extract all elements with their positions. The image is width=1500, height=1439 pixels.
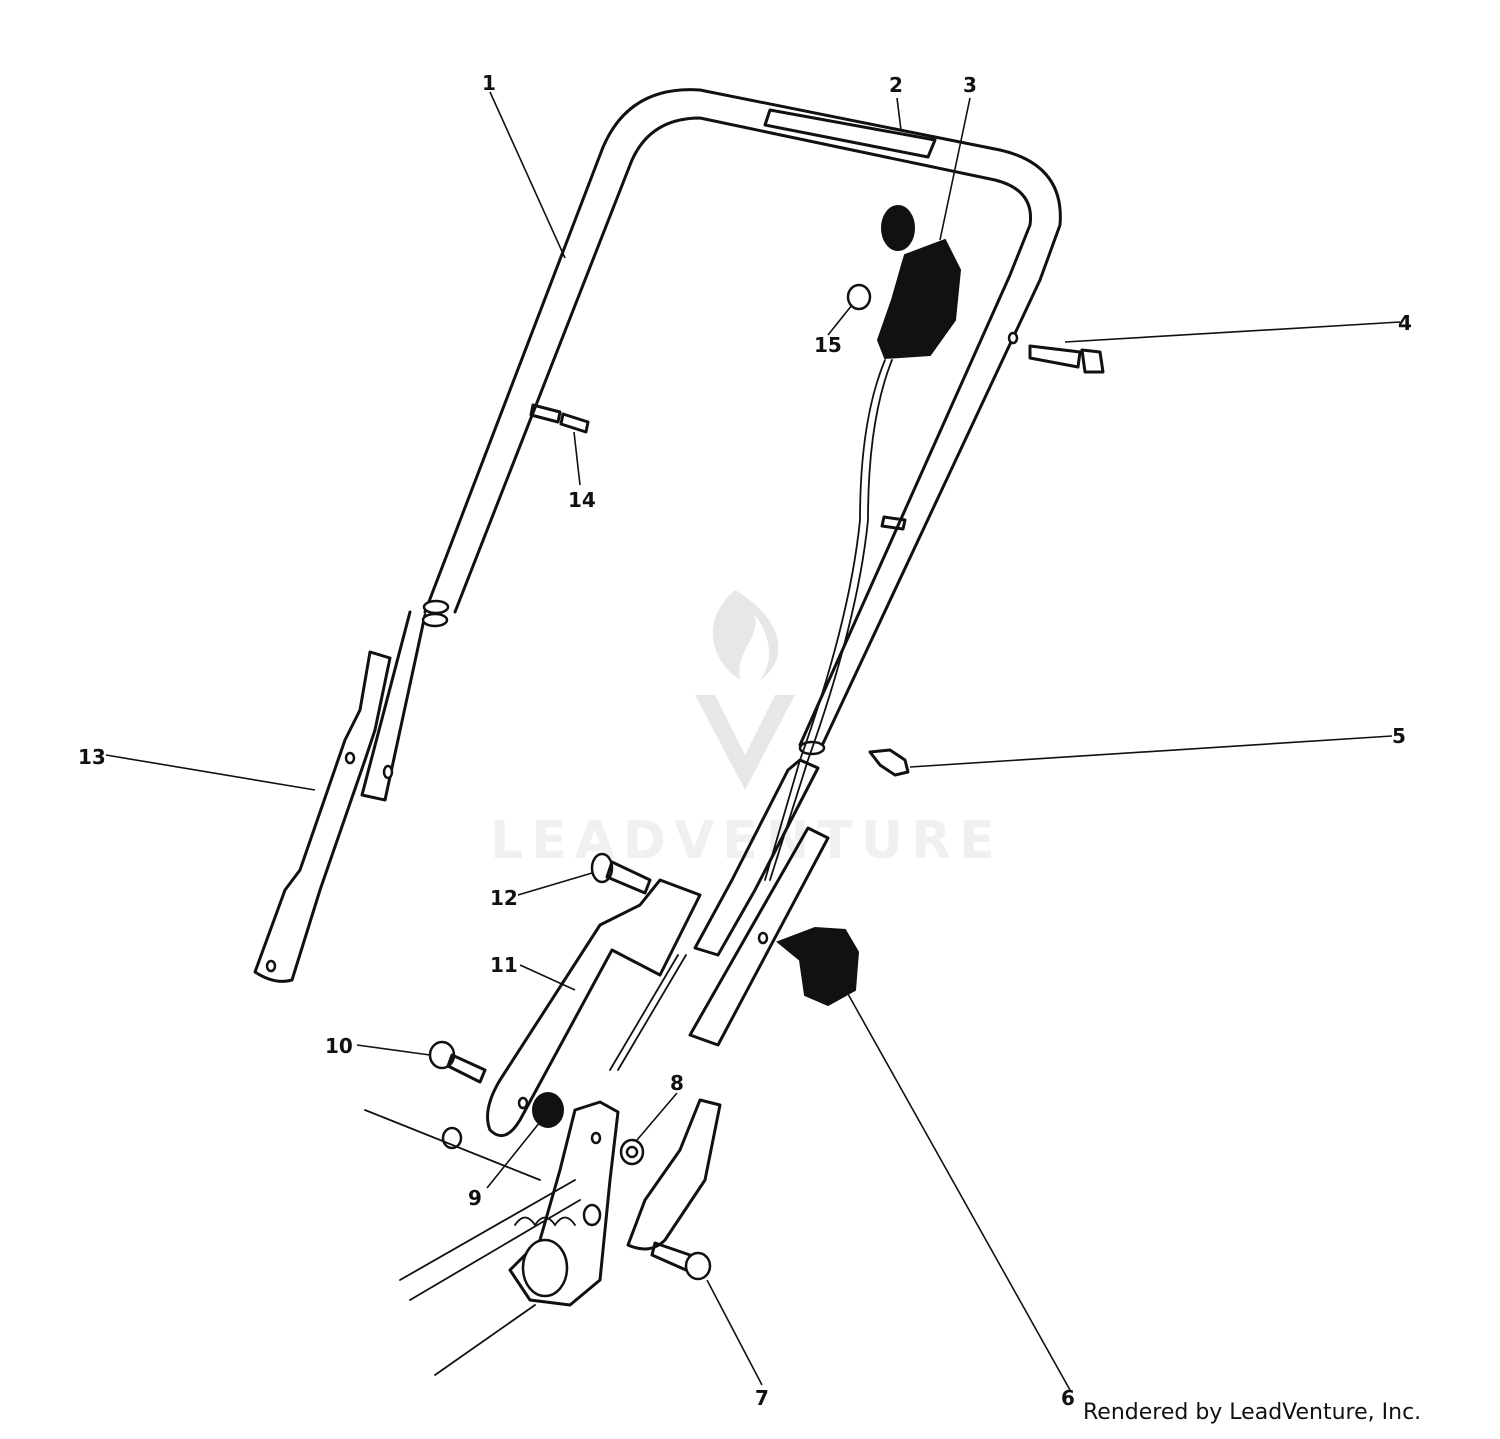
- lower-right-tube: [626, 758, 830, 1251]
- callout-14: 14: [568, 488, 596, 512]
- callout-8: 8: [670, 1071, 684, 1095]
- callout-12: 12: [490, 886, 518, 910]
- upper-handle-part[interactable]: [360, 88, 1062, 802]
- flame-logo-mark: [712, 590, 779, 680]
- callout-15: 15: [814, 333, 842, 357]
- knob-part[interactable]: [757, 926, 860, 1007]
- callout-3: 3: [963, 73, 977, 97]
- lower-handle-part[interactable]: [253, 650, 392, 983]
- mower-deck-bracket: [364, 1100, 620, 1376]
- watermark-text: LEADVENTURE: [490, 811, 1003, 871]
- callout-7: 7: [755, 1386, 769, 1410]
- render-credit: Rendered by LeadVenture, Inc.: [1083, 1400, 1422, 1425]
- flange-bolt-part[interactable]: [428, 1040, 487, 1150]
- callout-9: 9: [468, 1186, 482, 1210]
- throttle-control-part[interactable]: [764, 205, 962, 881]
- nut-part[interactable]: [619, 1138, 645, 1166]
- carriage-bolt-part[interactable]: [590, 852, 652, 895]
- callout-5: 5: [1392, 724, 1406, 748]
- leadventure-watermark: LEADVENTURE: [490, 590, 1003, 871]
- throttle-nut-part[interactable]: [846, 283, 872, 311]
- callout-10: 10: [325, 1034, 353, 1058]
- pins-part[interactable]: [529, 403, 907, 531]
- washer-part[interactable]: [532, 1092, 564, 1128]
- callout-11: 11: [490, 953, 518, 977]
- callout-1: 1: [482, 71, 496, 95]
- lever-arm-part[interactable]: [486, 878, 702, 1138]
- v-logo-mark: [695, 695, 795, 790]
- callout-2: 2: [889, 73, 903, 97]
- leader-lines: [105, 91, 1401, 1391]
- callout-labels: 1 2 3 4 5 6 7 8 9 10 11 12 13 14 15: [78, 71, 1412, 1410]
- shoulder-bolt-part[interactable]: [650, 1241, 712, 1281]
- bolt-part[interactable]: [1007, 331, 1105, 374]
- handle-grip-part[interactable]: [763, 108, 937, 159]
- callout-13: 13: [78, 745, 106, 769]
- callout-6: 6: [1061, 1386, 1075, 1410]
- callout-4: 4: [1398, 311, 1412, 335]
- wing-nut-part[interactable]: [868, 748, 910, 777]
